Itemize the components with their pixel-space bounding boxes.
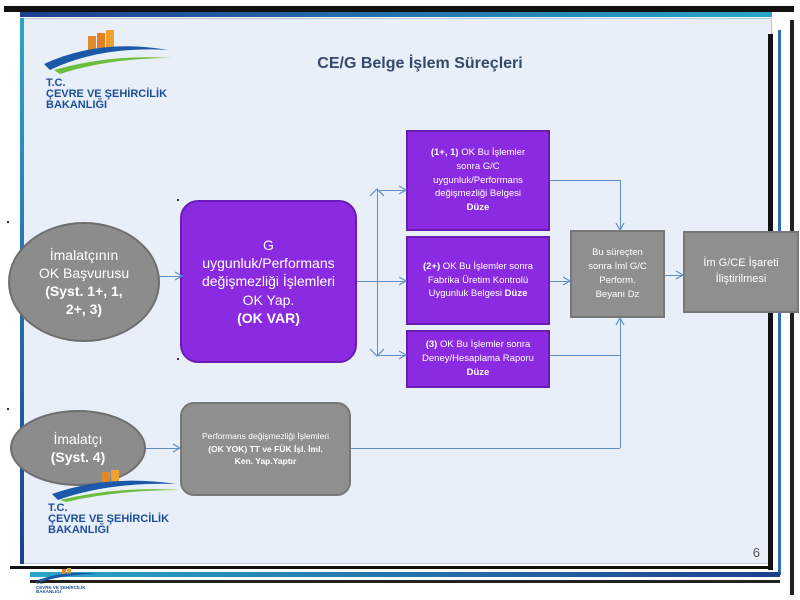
node-ok-yok: Performans değişmezliği İşlemleri (OK YO… xyxy=(180,402,351,496)
bullet-dot xyxy=(7,408,9,410)
slide-title: CE/G Belge İşlem Süreçleri xyxy=(317,55,523,72)
node-ce-isareti: İm G/CE İşareti İliştirilmesi xyxy=(683,231,799,313)
footer-logo: T.C. ÇEVRE VE ŞEHİRCİLİK BAKANLIĞI xyxy=(36,568,106,594)
node-ok-islemleri: G uygunluk/Performans değişmezliği İşlem… xyxy=(180,200,357,363)
top-bar-blue xyxy=(20,12,772,17)
node-belge-3: (3) OK Bu İşlemler sonra Deney/Hesaplama… xyxy=(406,330,550,388)
node-imalatci-syst4: İmalatçı (Syst. 4) xyxy=(10,410,146,486)
node-belge-2: (2+) OK Bu İşlemler sonra Fabrika Üretim… xyxy=(406,236,550,325)
node-imalatci-basvurusu: İmalatçının OK Başvurusu (Syst. 1+, 1, 2… xyxy=(8,222,160,342)
ministry-logo-top: T.C. ÇEVRE VE ŞEHİRCİLİK BAKANLIĞI xyxy=(40,28,190,138)
bottom-bar-black xyxy=(10,566,770,569)
logo-emblem-icon xyxy=(52,470,180,502)
logo-emblem-icon xyxy=(44,30,172,74)
page-number: 6 xyxy=(752,545,760,560)
logo-line-3: BAKANLIĞI xyxy=(46,99,108,112)
bottom-bar-blue xyxy=(30,572,780,577)
logo-line-2: ÇEVRE VE ŞEHİRCİLİK xyxy=(46,88,168,101)
bullet-dot xyxy=(177,358,179,360)
bullet-dot xyxy=(177,199,179,201)
bottom-bar-dark xyxy=(30,580,780,583)
logo-emblem-icon xyxy=(38,568,98,582)
node-belge-1: (1+, 1) OK Bu İşlemler sonra G/C uygunlu… xyxy=(406,130,550,231)
top-bar-black xyxy=(4,6,794,12)
node-performans-beyani: Bu süreçten sonra İml G/C Perform. Beyan… xyxy=(570,230,665,318)
ministry-logo-bottom: T.C. ÇEVRE VE ŞEHİRCİLİK BAKANLIĞI xyxy=(48,470,218,545)
bullet-dot xyxy=(7,221,9,223)
logo-line-1: T.C. xyxy=(46,77,66,89)
